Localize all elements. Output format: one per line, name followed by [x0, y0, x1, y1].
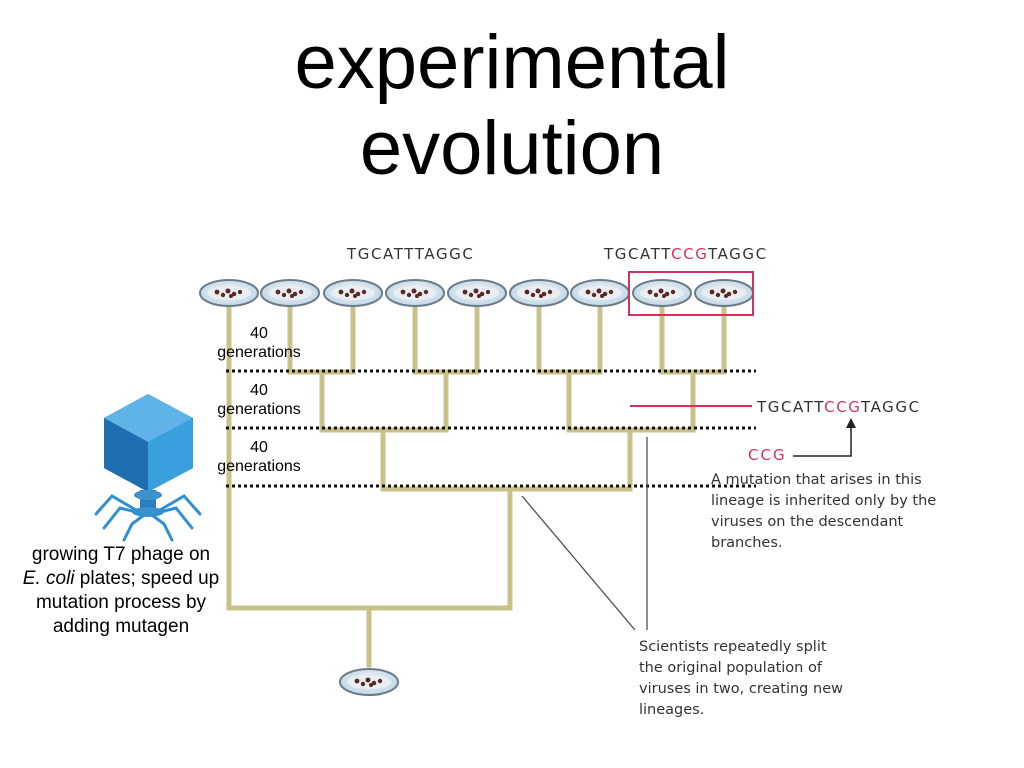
t7-phage-icon — [94, 394, 202, 542]
caption-text: growing T7 phage on — [31, 544, 211, 565]
slide-title: experimental evolution — [0, 20, 1024, 192]
generation-label: 40 generations — [204, 438, 314, 476]
generation-dividers — [226, 369, 756, 488]
seq-pre: TGCATT — [757, 398, 825, 416]
generation-label: 40 generations — [204, 324, 314, 362]
title-line-1: experimental — [294, 20, 730, 105]
split-note: Scientists repeatedly split the original… — [639, 639, 843, 718]
seq-post: TAGGC — [707, 245, 768, 263]
mutation-arrow — [793, 426, 852, 457]
mutant-highlight-box — [628, 271, 754, 316]
mutation-note: A mutation that arises in this lineage i… — [711, 472, 937, 551]
generation-count: 40 — [250, 382, 268, 399]
seq-mutation: CCG — [824, 398, 861, 416]
title-line-2: evolution — [359, 106, 665, 191]
seq-mutation: CCG — [671, 245, 708, 263]
generation-word: generations — [217, 344, 301, 361]
caption-text-2: plates; speed up mutation process by add… — [35, 568, 220, 637]
caption-italic: E. coli — [22, 568, 75, 589]
mutation-label: CCG — [748, 446, 787, 464]
mutant-sequence-top: TGCATTCCGTAGGC — [604, 245, 768, 263]
phage-caption: growing T7 phage on E. coli plates; spee… — [22, 543, 220, 639]
generation-word: generations — [217, 458, 301, 475]
split-pointer-line — [521, 495, 636, 631]
original-sequence: TGCATTTAGGC — [347, 245, 475, 263]
petri-dishes — [199, 279, 754, 696]
generation-label: 40 generations — [204, 381, 314, 419]
mutant-sequence-side: TGCATTCCGTAGGC — [757, 398, 921, 416]
tree-branches — [226, 299, 727, 668]
seq-post: TAGGC — [860, 398, 921, 416]
generation-count: 40 — [250, 439, 268, 456]
generation-count: 40 — [250, 325, 268, 342]
generation-word: generations — [217, 401, 301, 418]
seq-pre: TGCATT — [604, 245, 672, 263]
